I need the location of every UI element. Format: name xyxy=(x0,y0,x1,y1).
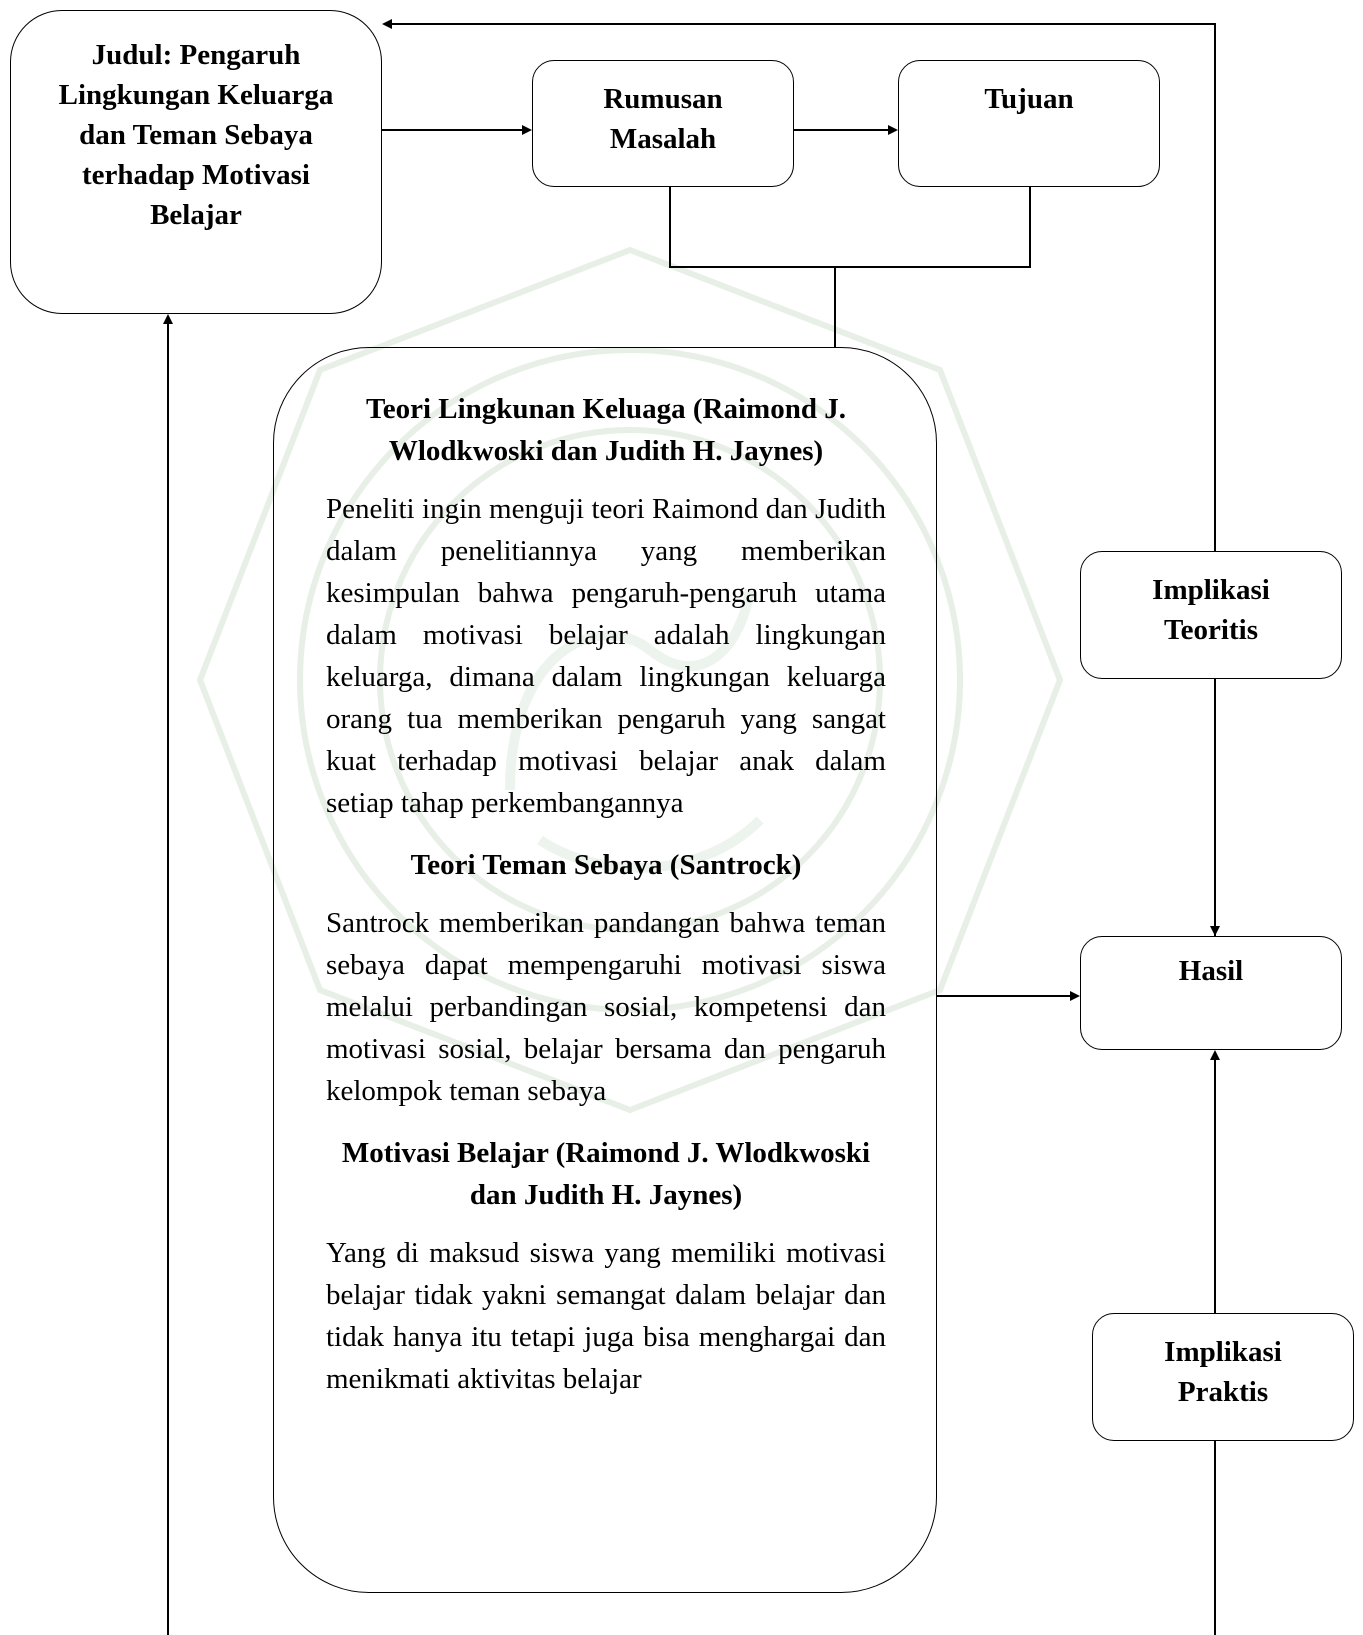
node-tujuan-line: Tujuan xyxy=(984,83,1074,115)
node-theory-framework: Teori Lingkunan Keluaga (Raimond J. Wlod… xyxy=(273,347,937,1593)
node-rumusan-line: Rumusan xyxy=(603,83,723,115)
theory-section-text: Peneliti ingin menguji teori Raimond dan… xyxy=(326,493,886,819)
node-implikasi-teoritis-line: Teoritis xyxy=(1164,614,1258,646)
node-hasil-line: Hasil xyxy=(1178,955,1244,987)
node-implikasi-praktis-line: Praktis xyxy=(1177,1376,1269,1408)
node-implikasi-praktis-line: Implikasi xyxy=(1164,1336,1282,1368)
theory-section-text: Yang di maksud siswa yang memiliki motiv… xyxy=(326,1237,886,1395)
node-judul-line: Belajar xyxy=(150,199,242,231)
node-implikasi-teoritis: Implikasi Teoritis xyxy=(1080,551,1342,679)
connector-rumusan-tujuan-bracket xyxy=(669,187,1031,268)
node-judul-line: terhadap Motivasi xyxy=(82,159,310,191)
node-hasil: Hasil xyxy=(1080,936,1342,1050)
theory-section-title: Teori Teman Sebaya (Santrock) xyxy=(410,849,802,881)
node-judul: Judul: Pengaruh Lingkungan Keluarga dan … xyxy=(10,10,382,314)
node-judul-line: dan Teman Sebaya xyxy=(79,119,313,151)
node-rumusan-masalah: Rumusan Masalah xyxy=(532,60,794,187)
node-rumusan-line: Masalah xyxy=(609,123,717,155)
node-tujuan: Tujuan xyxy=(898,60,1160,187)
theory-section-text: Santrock memberikan pandangan bahwa tema… xyxy=(326,907,886,1107)
node-judul-line: Lingkungan Keluarga xyxy=(58,79,334,111)
theory-section-title: Motivasi Belajar (Raimond J. Wlodkwoski … xyxy=(341,1137,871,1211)
node-judul-line: Judul: Pengaruh xyxy=(91,39,301,71)
node-implikasi-praktis: Implikasi Praktis xyxy=(1092,1313,1354,1441)
node-implikasi-teoritis-line: Implikasi xyxy=(1152,574,1270,606)
theory-section-title: Teori Lingkunan Keluaga (Raimond J. Wlod… xyxy=(366,393,846,467)
